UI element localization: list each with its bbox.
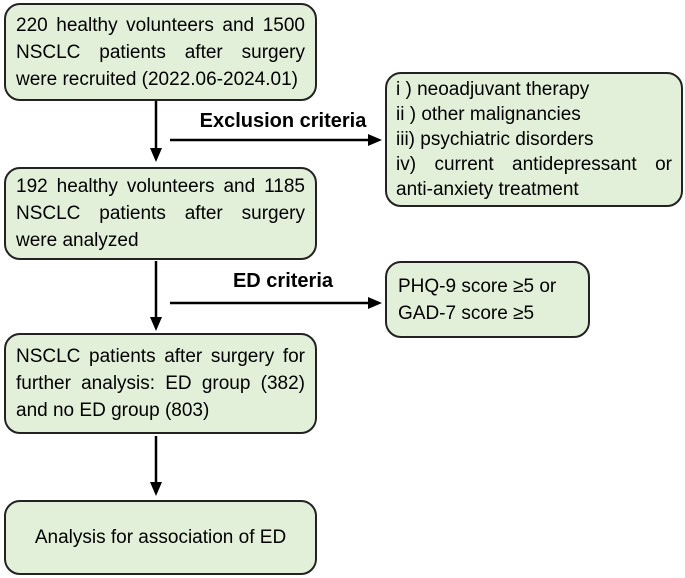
box-recruited: 220 healthy volunteers and 1500 NSCLC pa… xyxy=(4,3,317,101)
box-final-analysis: Analysis for association of ED xyxy=(4,500,317,575)
box-ed-threshold: PHQ-9 score ≥5 or GAD-7 score ≥5 xyxy=(385,261,590,338)
label-ed-criteria: ED criteria xyxy=(232,270,334,292)
label-exclusion-criteria: Exclusion criteria xyxy=(199,110,367,132)
box-exclusion-criteria-list: i ) neoadjuvant therapy ii ) other malig… xyxy=(385,72,683,207)
box-ed-grouping: NSCLC patients after surgery for further… xyxy=(4,333,317,434)
box-analyzed: 192 healthy volunteers and 1185 NSCLC pa… xyxy=(4,167,317,260)
